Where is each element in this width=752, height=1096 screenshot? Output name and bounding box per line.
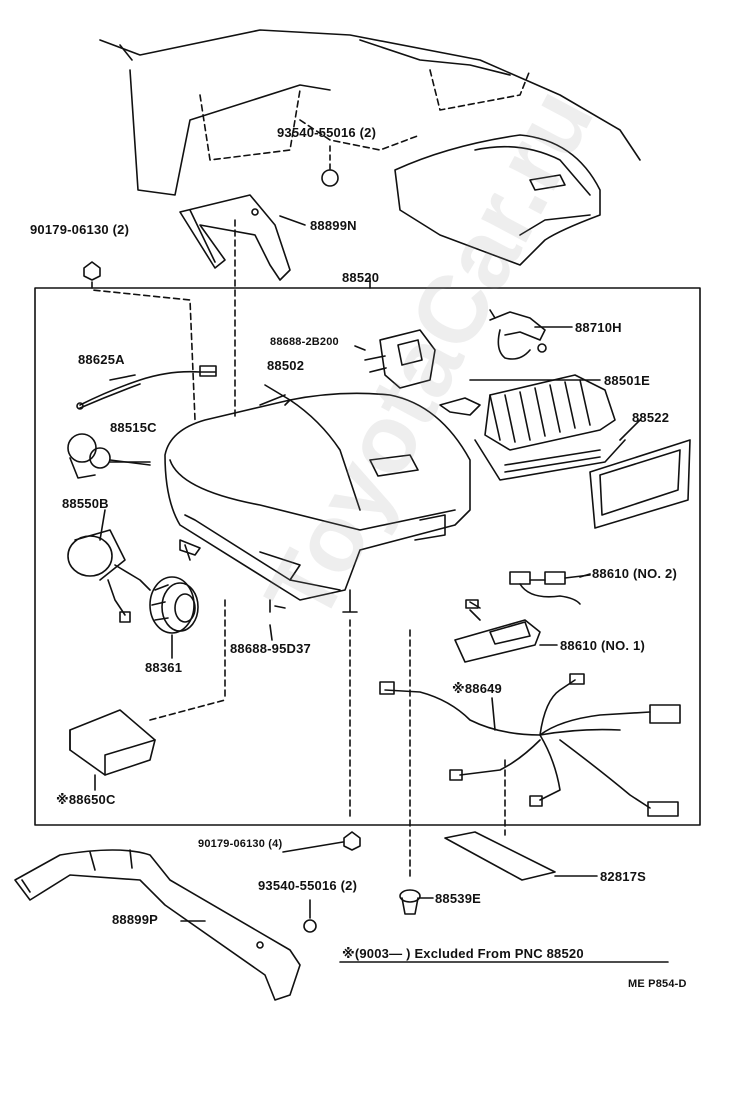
label-filter: 88522 (632, 410, 670, 425)
case-88502 (164, 392, 471, 613)
amplifier-88650c (69, 709, 156, 776)
filter-88522 (589, 439, 691, 529)
label-amplifier: ※88650C (56, 792, 116, 807)
evaporator-88501e (439, 374, 626, 481)
label-plug: 88539E (435, 891, 482, 906)
plug-88539e (399, 889, 421, 915)
bracket-88899n (179, 194, 291, 281)
label-fan: 88361 (145, 660, 183, 675)
pad-82817s (444, 831, 556, 881)
fan-88361 (149, 576, 199, 634)
label-bolt-top: 93540-55016 (2) (277, 125, 377, 140)
label-bracket-long: 88899P (112, 912, 159, 927)
harness-88610-no1 (454, 599, 541, 663)
label-assembly: 88520 (342, 270, 380, 285)
nut-bottom-icon (343, 831, 361, 851)
expansion-valve-88710h (489, 309, 547, 360)
label-bracket-bottom: 88688-95D37 (230, 641, 311, 656)
label-resistor: 88515C (110, 420, 157, 435)
motor-88550b (67, 529, 151, 623)
sensor-bracket-88688-2b200 (364, 329, 436, 389)
label-pad: 82817S (600, 869, 647, 884)
label-evaporator: 88501E (604, 373, 651, 388)
label-bolt-bottom: 93540-55016 (2) (258, 878, 358, 893)
label-nut-left: 90179-06130 (2) (30, 222, 130, 237)
resistor-88515c (67, 433, 151, 479)
label-note: ※(9003― ) Excluded From PNC 88520 (342, 946, 584, 961)
assembly-frame (34, 287, 701, 826)
label-wire-harness: ※88649 (452, 681, 502, 696)
label-case: 88502 (267, 358, 305, 373)
bracket-88899p (14, 849, 301, 1001)
wire-harness-88649 (379, 673, 681, 817)
label-nut-bottom: 90179-06130 (4) (198, 838, 283, 850)
label-bracket-top: 88899N (310, 218, 357, 233)
nut-left-icon (83, 261, 101, 281)
label-expansion-valve: 88710H (575, 320, 622, 335)
dashboard-outline (99, 29, 641, 196)
label-doc-code: ME P854-D (628, 978, 687, 990)
harness-88610-no2 (509, 571, 591, 605)
label-harness-no1: 88610 (NO. 1) (560, 638, 645, 653)
label-motor: 88550B (62, 496, 109, 511)
bolt-bottom-icon (303, 919, 317, 933)
label-harness-no2: 88610 (NO. 2) (592, 566, 677, 581)
label-sensor-88625a: 88625A (78, 352, 125, 367)
label-sensor-bracket: 88688-2B200 (270, 336, 339, 348)
upper-duct (394, 134, 601, 266)
bolt-top-icon (321, 169, 339, 187)
sensor-88625a (76, 365, 217, 410)
